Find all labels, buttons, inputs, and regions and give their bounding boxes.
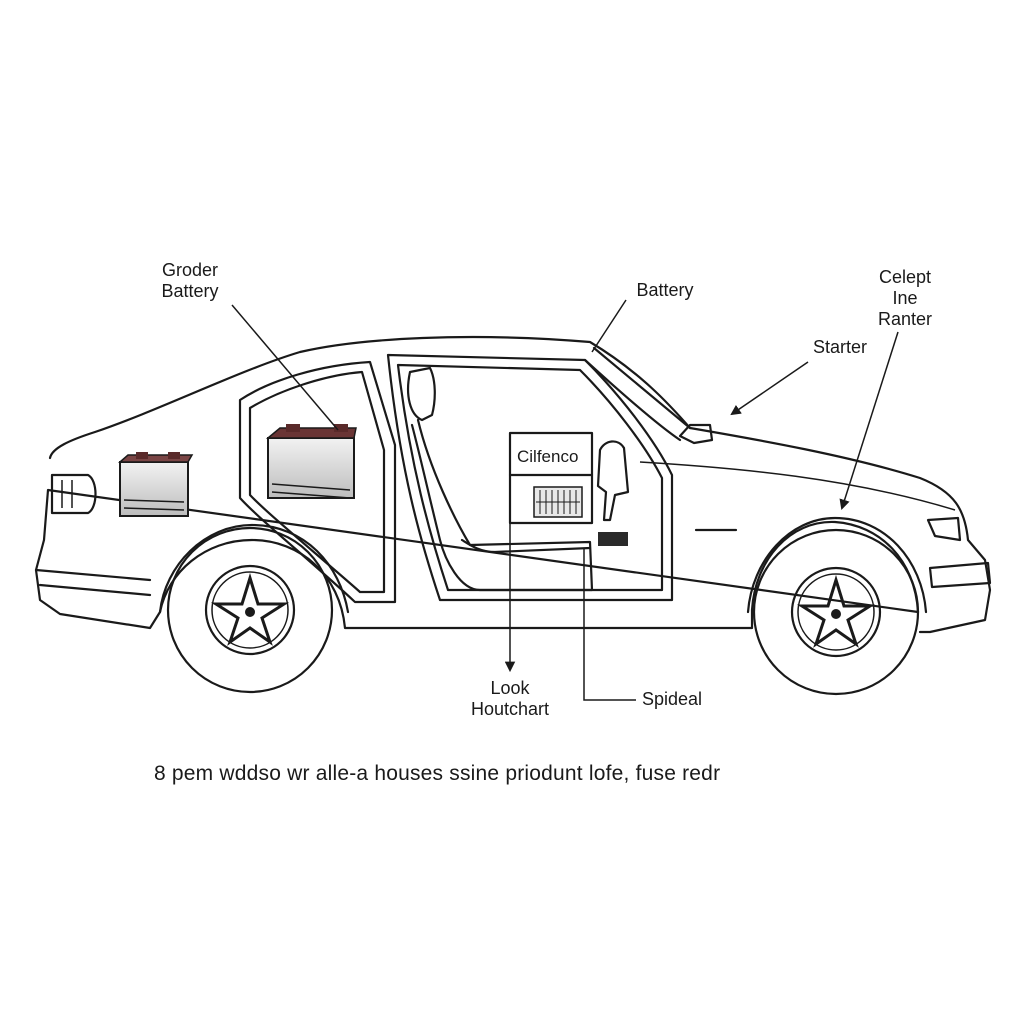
label-starter: Starter [800, 337, 880, 358]
label-spideal: Spideal [642, 689, 702, 710]
front-wheel [752, 528, 920, 696]
label-spideal-text: Spideal [642, 689, 703, 709]
leader-starter [730, 361, 809, 416]
leader-battery [591, 299, 627, 353]
label-look: Look [490, 678, 530, 698]
fuse-grid [536, 490, 580, 514]
rear-wheel [166, 526, 334, 694]
rear-window [238, 360, 397, 604]
fuse-box: Cilfenco [508, 431, 630, 546]
label-groder-battery: Groder Battery [150, 260, 230, 302]
door-opening [386, 346, 692, 602]
car-body [34, 335, 992, 634]
label-look-houtchart: Look Houtchart [460, 678, 560, 720]
diagram-caption: 8 pem wddso wr alle-a houses ssine priod… [154, 762, 721, 785]
middle-battery [265, 424, 357, 499]
leader-spideal [583, 548, 636, 701]
rear-battery [118, 452, 194, 517]
label-battery: Battery [620, 280, 710, 301]
label-battery-1: Battery [161, 281, 219, 301]
leader-lines [231, 299, 899, 701]
label-groder: Groder [161, 260, 219, 280]
leader-groder-battery [231, 304, 339, 431]
label-celept-1: Celept [878, 267, 932, 287]
seat [406, 366, 594, 592]
label-celept: Celept Ine Ranter [862, 267, 948, 330]
label-starter-text: Starter [812, 337, 868, 357]
label-battery-2: Battery [636, 280, 694, 300]
label-celept-3: Ranter [877, 309, 933, 329]
leader-celept [839, 331, 899, 511]
label-houtchart: Houtchart [470, 699, 550, 719]
cilfenco-label: Cilfenco [517, 447, 578, 466]
label-celept-2: Ine [892, 288, 918, 308]
